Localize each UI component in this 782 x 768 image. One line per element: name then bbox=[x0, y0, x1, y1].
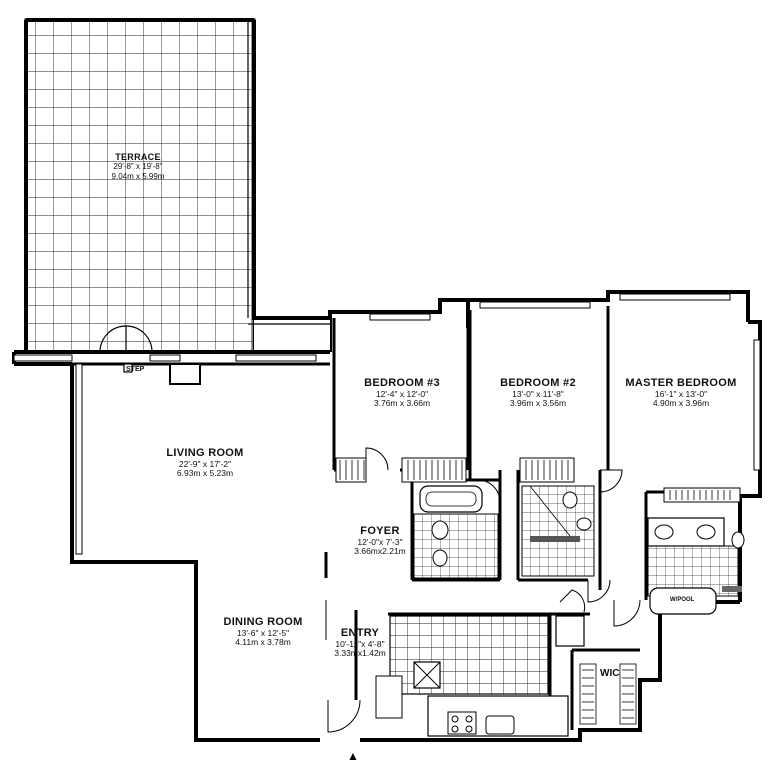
wic-label: WIC bbox=[600, 668, 620, 679]
whirlpool-label: W/POOL bbox=[670, 597, 695, 603]
bathroom-1 bbox=[413, 485, 499, 579]
living-room-label: LIVING ROOM 22'-9" x 17'-2" 6.93m x 5.23… bbox=[150, 447, 260, 479]
bedroom-2-label: BEDROOM #2 13'-0" x 11'-8" 3.96m x 3.56m bbox=[488, 377, 588, 409]
terrace-label: TERRACE 29'-8" x 19'-8" 9.04m x 5.99m bbox=[98, 152, 178, 181]
bedroom-3-title: BEDROOM #3 bbox=[364, 377, 440, 389]
dining-partitions bbox=[194, 552, 328, 740]
foyer-title: FOYER bbox=[360, 525, 400, 537]
entry-title: ENTRY bbox=[340, 627, 380, 639]
bedroom-2-dim-ft: 13'-0" x 11'-8" bbox=[512, 388, 564, 399]
master-bedroom-dim-m: 4.90m x 3.96m bbox=[652, 398, 710, 409]
terrace-doors bbox=[99, 325, 201, 385]
master-bathroom bbox=[647, 517, 745, 615]
step-label: STEP bbox=[126, 366, 145, 373]
closet-hatching bbox=[339, 460, 731, 500]
walk-in-closet bbox=[579, 663, 637, 725]
kitchen bbox=[375, 615, 585, 737]
windows bbox=[13, 293, 761, 555]
closets bbox=[335, 457, 741, 503]
living-room-dim-m: 6.93m x 5.23m bbox=[176, 468, 234, 479]
master-bedroom-dim-ft: 16'-1" x 13'-0" bbox=[654, 388, 708, 399]
bathroom-2 bbox=[521, 485, 595, 577]
terrace-title: TERRACE bbox=[115, 152, 161, 162]
terrace-dim-ft: 29'-8" x 19'-8" bbox=[113, 162, 163, 172]
dining-room-dim-ft: 13'-6" x 12'-5" bbox=[236, 627, 290, 638]
exterior-walls bbox=[12, 290, 762, 742]
bedroom-2-title: BEDROOM #2 bbox=[500, 377, 576, 389]
dining-room-label: DINING ROOM 13'-6" x 12'-5" 4.11m x 3.78… bbox=[208, 616, 318, 648]
living-room-title: LIVING ROOM bbox=[166, 447, 244, 459]
terrace bbox=[24, 18, 332, 354]
bedroom-3-dim-m: 3.76m x 3.66m bbox=[373, 398, 431, 409]
dining-room-title: DINING ROOM bbox=[223, 616, 303, 628]
master-bedroom-label: MASTER BEDROOM 16'-1" x 13'-0" 4.90m x 3… bbox=[616, 377, 746, 409]
dining-room-dim-m: 4.11m x 3.78m bbox=[235, 637, 291, 648]
bedroom-3-label: BEDROOM #3 12'-4" x 12'-0" 3.76m x 3.66m bbox=[352, 377, 452, 409]
terrace-dim-m: 9.04m x 5.99m bbox=[111, 171, 165, 181]
entry-dim-m: 3.33mx1.42m bbox=[334, 648, 386, 659]
bedroom-3-dim-ft: 12'-4" x 12'-0" bbox=[375, 388, 429, 399]
entry-arrow-icon: ▲ bbox=[347, 749, 359, 763]
living-room-dim-ft: 22'-9" x 17'-2" bbox=[178, 458, 232, 469]
master-bedroom-title: MASTER BEDROOM bbox=[625, 377, 737, 389]
foyer-label: FOYER 12'-0"x 7'-3" 3.66mx2.21m bbox=[340, 525, 420, 557]
entry-label: ENTRY 10'-11"x 4'-8" 3.33mx1.42m bbox=[322, 627, 398, 659]
bedroom-2-dim-m: 3.96m x 3.56m bbox=[509, 398, 567, 409]
door-swings bbox=[325, 447, 641, 733]
foyer-dim-m: 3.66mx2.21m bbox=[354, 546, 406, 557]
entry-dim-ft: 10'-11"x 4'-8" bbox=[335, 638, 385, 649]
foyer-dim-ft: 12'-0"x 7'-3" bbox=[357, 536, 403, 547]
